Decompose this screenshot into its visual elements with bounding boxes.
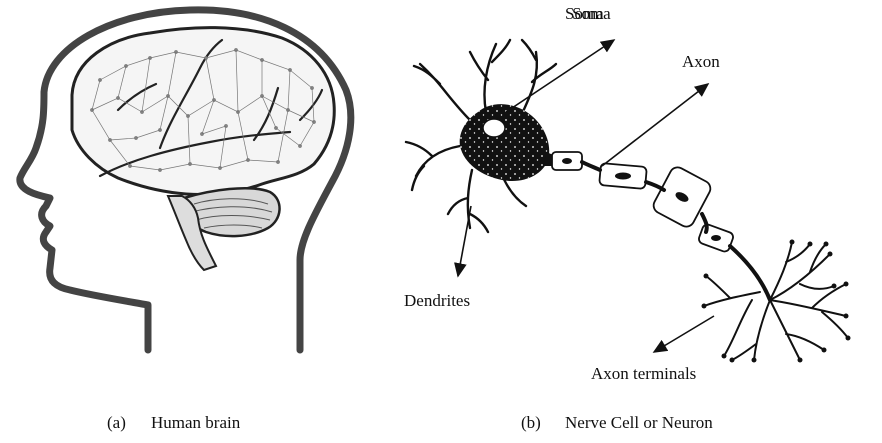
neuron — [406, 40, 851, 363]
axon-terminals — [704, 242, 848, 360]
dendrites-arrow — [458, 206, 471, 276]
caption-b-tag: (b) — [521, 413, 565, 433]
caption-b-text: Nerve Cell or Neuron — [565, 413, 713, 432]
axon-arrow — [602, 84, 708, 166]
caption-a-tag: (a) — [107, 413, 151, 433]
soma-label-text-2: Soma — [572, 4, 611, 24]
axon-terminals-arrow — [654, 316, 714, 352]
myelin-sheaths — [552, 152, 734, 253]
axon-label: Axon — [682, 52, 720, 72]
axon-terminals-label: Axon terminals — [591, 364, 696, 384]
soma-label: Soma Soma — [565, 4, 655, 28]
nucleus — [483, 119, 505, 137]
dendrites-label: Dendrites — [404, 291, 470, 311]
caption-a-text: Human brain — [151, 413, 240, 432]
caption-b: (b)Nerve Cell or Neuron — [521, 413, 713, 433]
caption-a: (a)Human brain — [107, 413, 240, 433]
soma-arrow — [506, 40, 614, 112]
brain — [72, 28, 334, 270]
